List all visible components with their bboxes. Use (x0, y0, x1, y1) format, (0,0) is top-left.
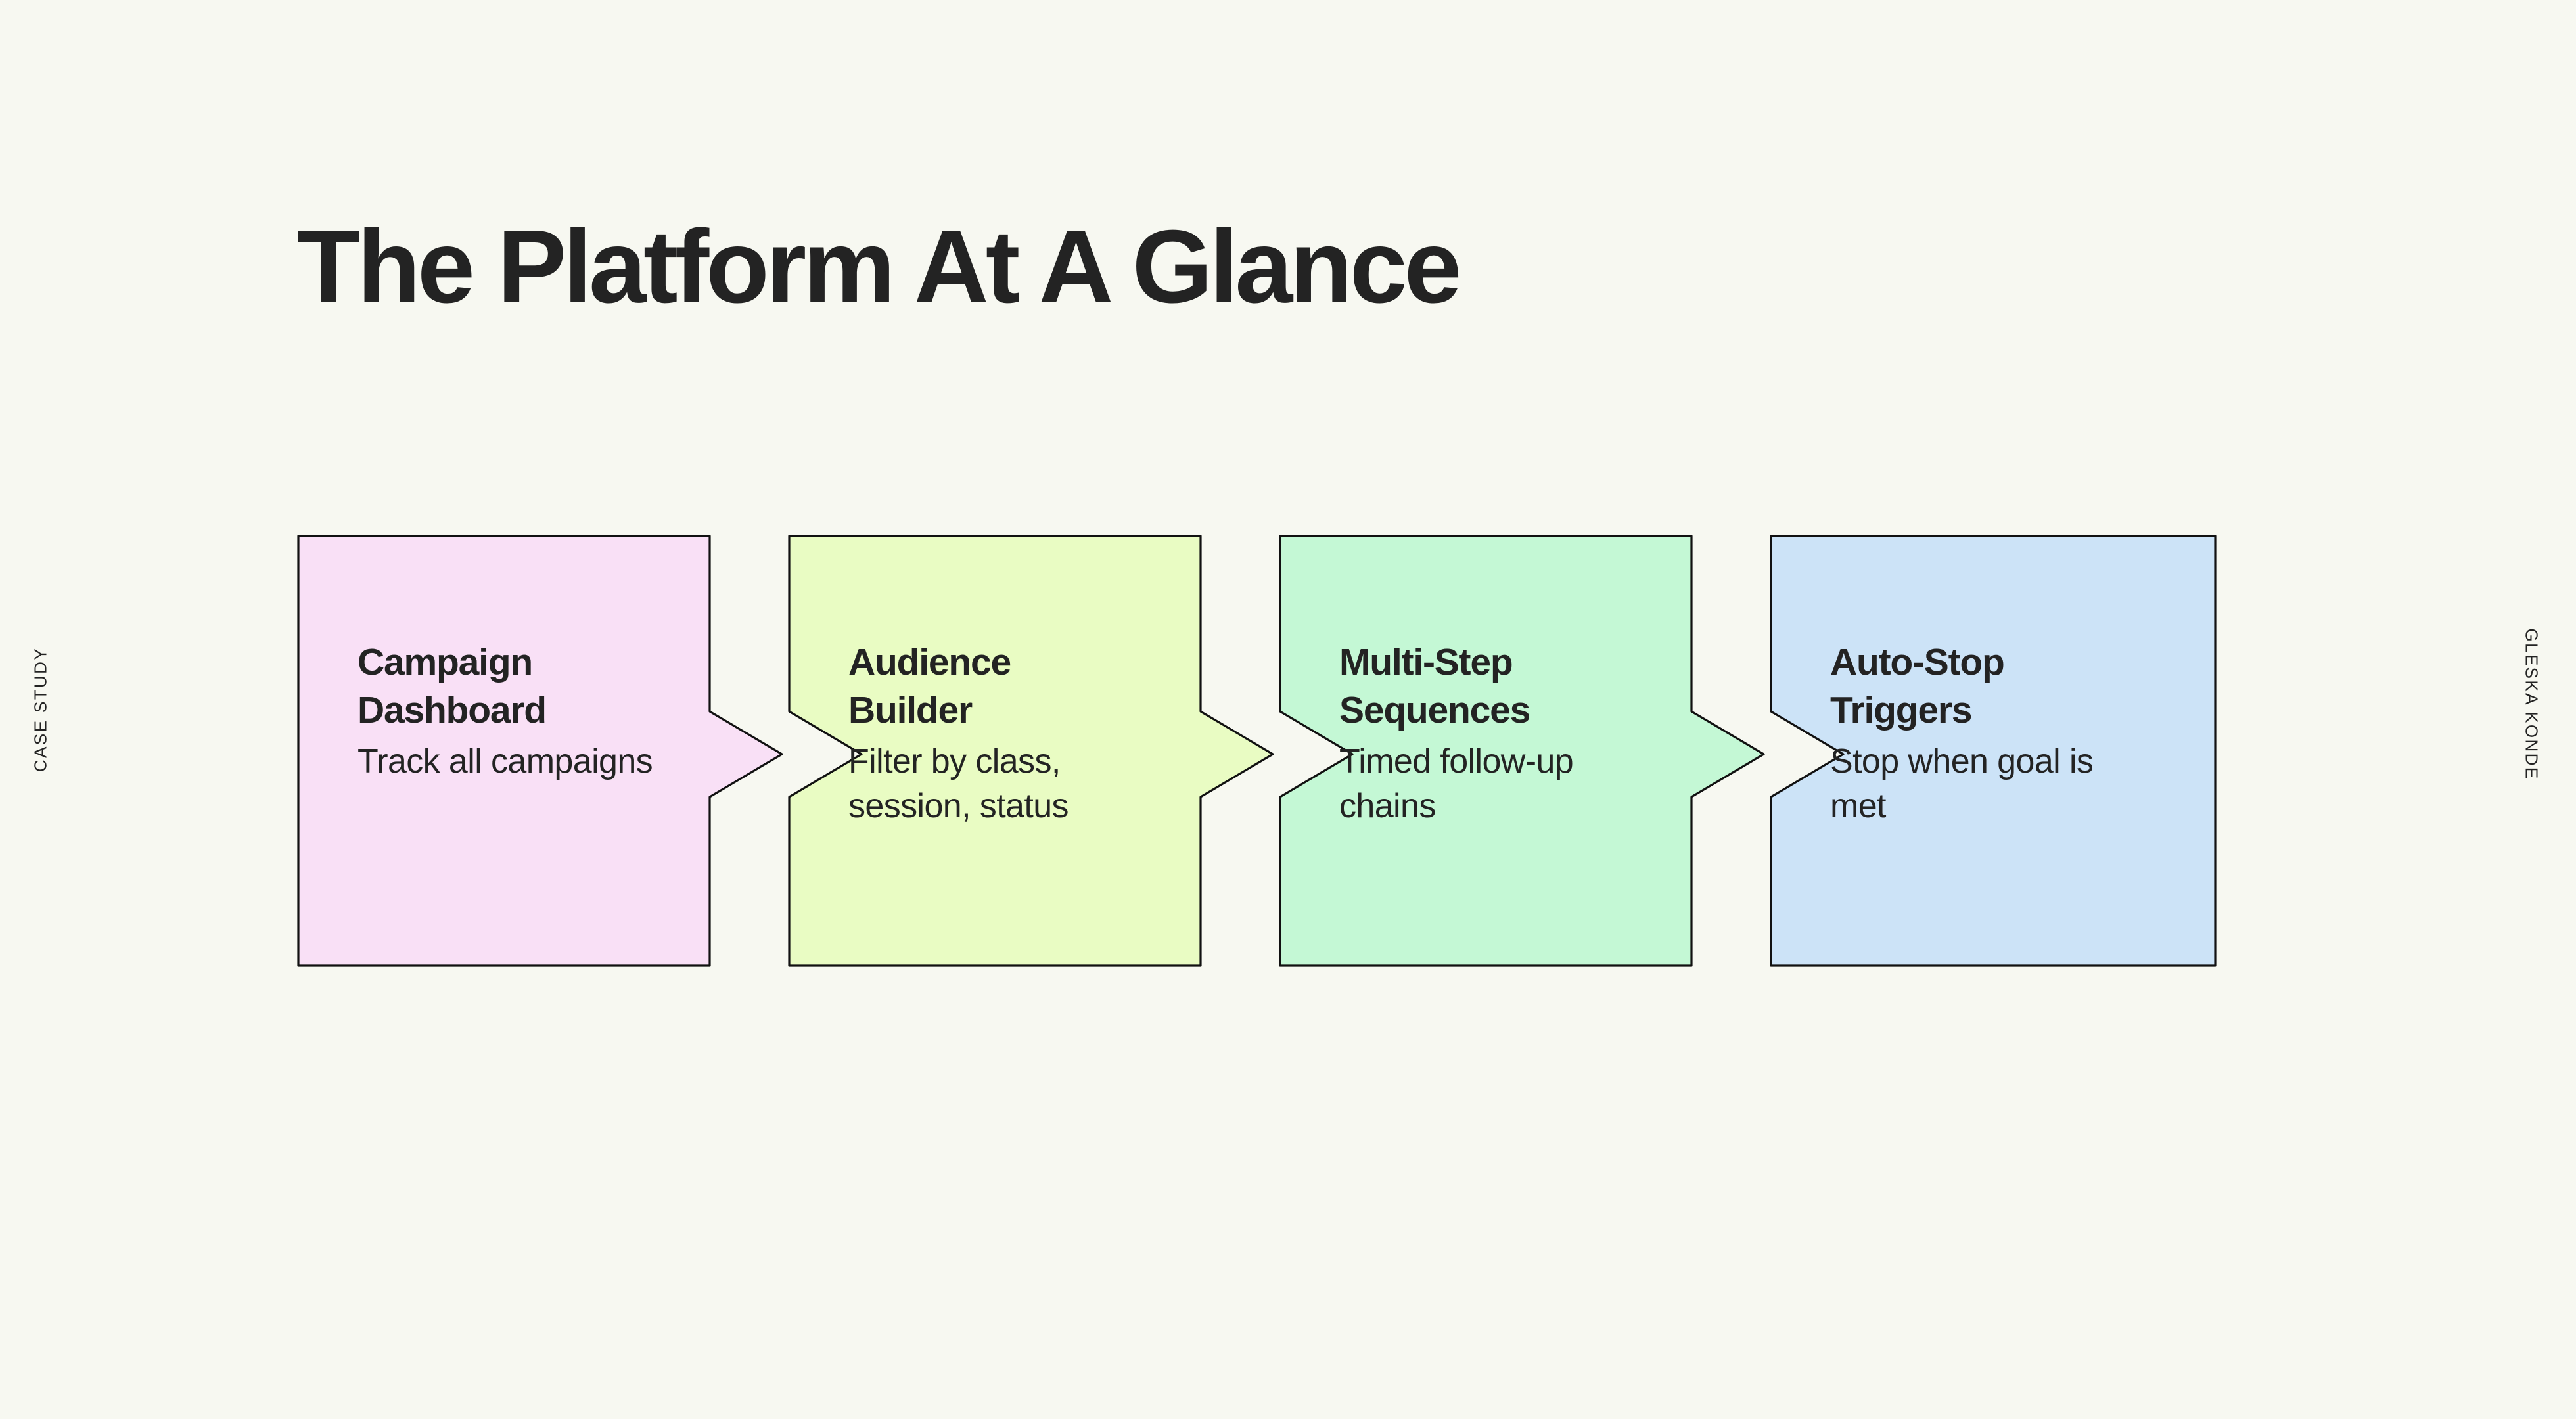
step-heading: Multi-Step Sequences (1339, 641, 1530, 731)
rail-label-left: CASE STUDY (30, 646, 51, 773)
step-description: Timed follow-up chains (1339, 742, 1574, 825)
step-content: Campaign Dashboard Track all campaigns (297, 535, 711, 967)
page-title: The Platform At A Glance (297, 208, 1462, 325)
step-heading: Auto-Stop Triggers (1830, 641, 2005, 731)
step-heading: Audience Builder (848, 641, 1011, 731)
flow-step-multi-step-sequences[interactable]: Multi-Step Sequences Timed follow-up cha… (1279, 535, 1765, 967)
step-description: Track all campaigns (357, 742, 653, 780)
step-heading: Campaign Dashboard (357, 641, 547, 731)
step-description: Stop when goal is met (1830, 742, 2094, 825)
process-flow: Campaign Dashboard Track all campaigns A… (297, 535, 2217, 967)
step-content: Auto-Stop Triggers Stop when goal is met (1770, 535, 2211, 967)
rail-label-right: GLESKA KONDE (2521, 628, 2542, 780)
step-description: Filter by class, session, status (848, 742, 1069, 825)
step-shape-1 (297, 535, 783, 967)
step-content: Multi-Step Sequences Timed follow-up cha… (1279, 535, 1693, 967)
flow-step-campaign-dashboard[interactable]: Campaign Dashboard Track all campaigns (297, 535, 783, 967)
flow-step-auto-stop-triggers[interactable]: Auto-Stop Triggers Stop when goal is met (1770, 535, 2217, 967)
step-content: Audience Builder Filter by class, sessio… (788, 535, 1202, 967)
step-shape-2 (788, 535, 1274, 967)
flow-step-audience-builder[interactable]: Audience Builder Filter by class, sessio… (788, 535, 1274, 967)
step-shape-3 (1279, 535, 1765, 967)
step-shape-4 (1770, 535, 2217, 967)
